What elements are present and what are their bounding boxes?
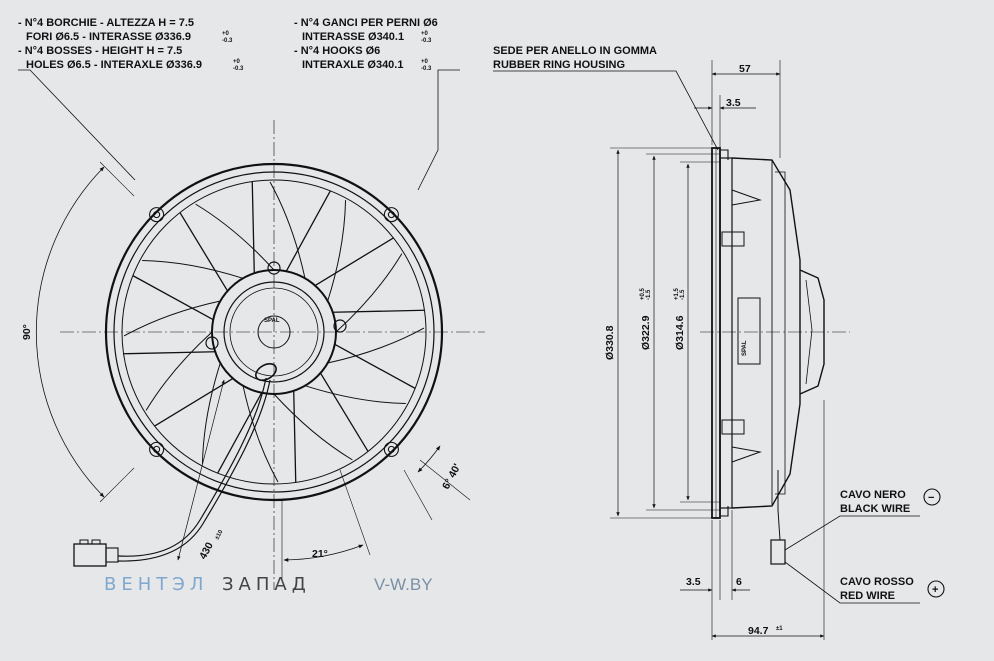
spoke [334,343,416,389]
ring-housing-en: RUBBER RING HOUSING [493,59,625,71]
bosses-note-line4: HOLES Ø6.5 - INTERAXLE Ø336.9 [26,59,202,71]
minus-icon [923,488,941,506]
spoke [179,212,229,292]
spoke [314,237,394,287]
blade [145,331,213,411]
angle-90-label: 90° [21,324,33,340]
spoke [319,372,369,452]
hooks-note-line1: - N°4 GANCI PER PERNI Ø6 [294,17,438,29]
red-wire-en: RED WIRE [840,590,895,602]
dim-330-8-label: Ø330.8 [604,325,616,360]
bosses-tol-plus-2: +0 [233,59,241,65]
angle-6-40-label: 6° 40' [440,462,463,492]
hooks-tol-plus-2: +0 [421,59,429,65]
red-wire-label: CAVO ROSSO RED WIRE + [840,576,945,602]
dim-314-6-label: Ø314.6 [674,315,686,350]
blade [327,327,425,364]
bosses-tol-minus: -0.3 [222,38,233,44]
plus-icon [927,580,945,598]
cable-length-tolerance: ±10 [214,529,224,541]
blade [123,300,221,337]
black-wire-label: CAVO NERO BLACK WIRE − [840,488,941,515]
red-wire-it: CAVO ROSSO [840,576,914,588]
plus-symbol: + [932,584,938,596]
dim-322-9-tol-plus: +0.5 [640,287,646,300]
cable-length-label: 430 [197,540,216,561]
motor-hub [211,269,337,395]
ring-housing-it: SEDE PER ANELLO IN GOMMA [493,45,657,57]
mounting-hole [387,211,395,219]
blade [304,385,406,405]
blade [335,253,403,333]
mounting-hole [153,445,161,453]
dim-3-5-bottom-label: 3.5 [686,576,701,588]
spoke [293,390,297,483]
spoke [285,190,331,272]
blade [142,259,244,279]
dim-322-9-label: Ø322.9 [640,315,652,350]
side-view [610,60,920,640]
dim-6-label: 6 [736,576,742,588]
watermark-site: V-W.BY [374,575,433,594]
blade [327,200,347,302]
spoke [217,392,263,474]
watermark: ВЕНТЭЛ ЗАПАД V-W.BY [104,574,433,595]
dim-94-7-tolerance: ±1 [776,626,783,632]
blade [269,181,306,279]
dim-94-7-label: 94.7 [748,625,769,637]
dim-314-6-tol-plus: +1.5 [674,287,680,300]
hooks-tol-minus: -0.3 [421,38,432,44]
minus-symbol: − [928,492,934,504]
mounting-boss [149,441,165,457]
blade [273,393,353,461]
dim-3-5-top-label: 3.5 [726,97,741,109]
bosses-note-line2: FORI Ø6.5 - INTERASSE Ø336.9 [26,31,191,43]
blade [242,385,279,483]
hooks-note-line3: - N°4 HOOKS Ø6 [294,45,380,57]
dim-57-label: 57 [739,63,751,75]
side-motor-label: SPAL [742,340,748,356]
dim-314-6-tol-minus: -1.5 [680,289,686,300]
hooks-note-line4: INTERAXLE Ø340.1 [302,59,403,71]
blade [195,203,275,271]
spoke [332,309,425,313]
front-view [18,69,485,590]
hooks-note-line2: INTERASSE Ø340.1 [302,31,404,43]
bosses-tol-plus: +0 [222,31,230,37]
hooks-note: - N°4 GANCI PER PERNI Ø6 INTERASSE Ø340.… [294,17,438,72]
watermark-brand-part2: ЗАПАД [222,574,311,595]
bosses-tol-minus-2: -0.3 [233,66,244,72]
connector-icon [73,543,107,567]
watermark-brand-part1: ВЕНТЭЛ [104,574,208,595]
hooks-tol-minus-2: -0.3 [421,66,432,72]
motor-label: SPAL [264,318,280,324]
mounting-hole [153,211,161,219]
spoke [123,351,216,355]
side-connector-icon [770,539,786,565]
hooks-tol-plus: +0 [421,31,429,37]
bosses-note-line1: - N°4 BORCHIE - ALTEZZA H = 7.5 [18,17,194,29]
dim-322-9-tol-minus: -1.5 [646,289,652,300]
spoke [154,377,234,427]
spoke [251,181,255,274]
mounting-boss [149,207,165,223]
black-wire-en: BLACK WIRE [840,503,910,515]
bosses-note-line3: - N°4 BOSSES - HEIGHT H = 7.5 [18,45,182,57]
mounting-bosses [149,207,399,457]
ring-housing-note: SEDE PER ANELLO IN GOMMA RUBBER RING HOU… [493,45,719,151]
side-motor [799,269,825,395]
mounting-boss [383,441,399,457]
spoke [132,275,214,321]
black-wire-it: CAVO NERO [840,489,906,501]
blade [201,362,221,464]
bosses-note: - N°4 BORCHIE - ALTEZZA H = 7.5 FORI Ø6.… [18,17,244,72]
angle-21-label: 21° [312,548,328,560]
mounting-hole [387,445,395,453]
mounting-boss [383,207,399,223]
